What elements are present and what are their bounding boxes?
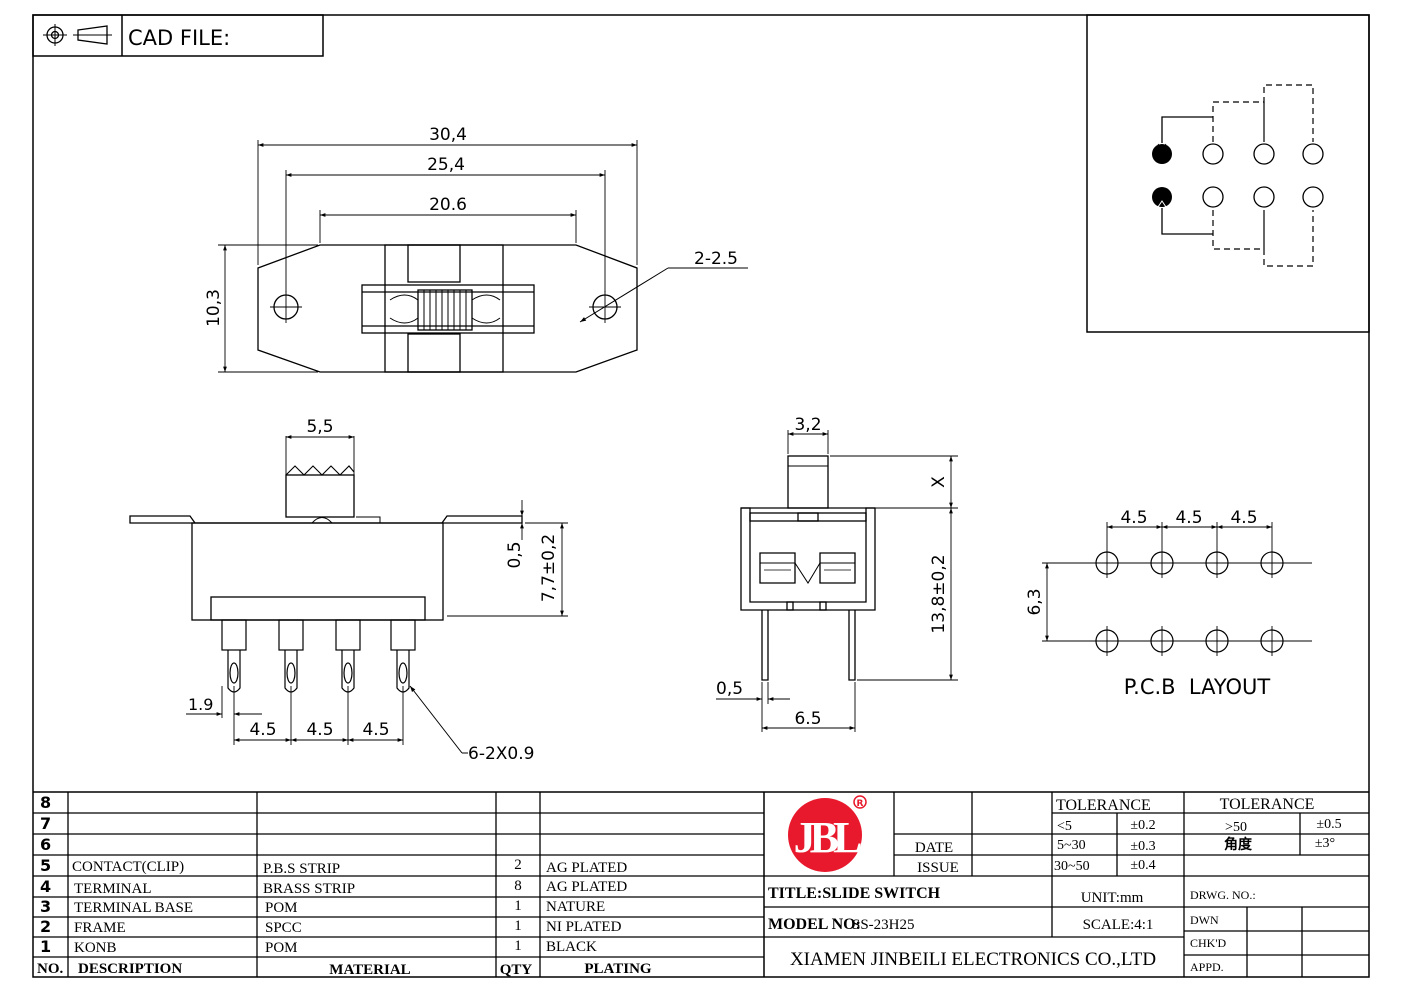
bom-no: 4 [40,877,51,896]
scale-label: SCALE:4:1 [1083,917,1154,933]
bom-qty: 2 [514,857,522,873]
tol2-value: ±3° [1315,836,1335,851]
sheet-border [32,14,1370,978]
bom-header-material: MATERIAL [329,962,410,978]
dim-7-7: 7,7±0,2 [539,534,559,602]
bom-qty: 1 [514,918,522,934]
circuit-schematic [1086,14,1370,333]
date-label: DATE [915,840,953,856]
bom-desc: TERMINAL [74,881,152,897]
dim-13-8: 13,8±0,2 [929,554,949,633]
dim-pitch-3: 4.5 [362,720,389,740]
third-angle-projection-icon [43,24,112,46]
tol-range: 5~30 [1057,838,1086,853]
drawing-title: TITLE:SLIDE SWITCH [768,885,941,902]
bom-no: 8 [40,793,51,812]
bom-desc: FRAME [74,920,126,936]
chkd-label: CHK'D [1190,936,1226,950]
model-label: MODEL NO: [768,916,861,933]
tol2-range: >50 [1225,820,1247,835]
pin-callout: 6-2X0.9 [468,744,534,764]
bom-qty: 1 [514,898,522,914]
bom-plating: NI PLATED [546,919,622,935]
tolerance-label-2: TOLERANCE [1220,796,1315,813]
bom-no: 5 [40,856,51,875]
dim-1-9: 1.9 [188,695,213,714]
cad-file-label: CAD FILE: [128,26,230,50]
title-block [764,792,1369,977]
bom-no: 3 [40,897,51,916]
bom-plating: BLACK [546,939,597,955]
tol2-range: 角度 [1224,836,1253,853]
pcb-layout [1042,522,1312,656]
dim-20-6: 20.6 [429,195,467,215]
svg-text:R: R [857,799,864,809]
tol-value: ±0.3 [1130,839,1155,854]
dim-5-5: 5,5 [306,417,333,437]
bom-plating: AG PLATED [546,879,627,895]
bom-material: POM [265,940,298,956]
logo-text: JBL [794,813,861,862]
bom-desc: CONTACT(CLIP) [72,859,184,875]
tol-range: <5 [1057,819,1072,834]
pcb-dim-1: 4.5 [1120,508,1147,528]
dim-3-2: 3,2 [794,415,821,435]
pcb-dim-2: 4.5 [1175,508,1202,528]
tol-range: 30~50 [1054,859,1090,874]
unit-label: UNIT:mm [1081,890,1144,906]
appd-label: APPD. [1190,960,1224,974]
bom-desc: TERMINAL BASE [74,900,193,916]
dim-6-5: 6.5 [794,709,821,729]
bom-material: POM [265,900,298,916]
bom-no: 6 [40,835,51,854]
pcb-dim-3: 4.5 [1230,508,1257,528]
bom-desc: KONB [74,940,117,956]
cad-header: CAD FILE: [32,14,324,57]
bom-header-no: NO. [37,961,64,977]
bom-material: P.B.S STRIP [263,861,340,877]
title-block-text: DATE ISSUE TOLERANCE TOLERANCE <5 ±0.2 5… [768,796,1342,974]
bom-material: BRASS STRIP [263,881,355,897]
drwg-no-label: DRWG. NO.: [1190,888,1256,902]
bom-rows: 8 7 6 5 4 3 2 1 CONTACT(CLIP) TERMINAL T… [37,793,652,978]
side-view [129,435,568,754]
pcb-dim-6-3: 6,3 [1025,588,1045,615]
bom-plating: NATURE [546,899,605,915]
top-view [218,140,748,373]
pcb-layout-label: P.C.B LAYOUT [1124,675,1271,699]
issue-label: ISSUE [917,860,959,876]
bom-header-desc: DESCRIPTION [78,961,182,977]
bom-no: 1 [40,937,51,956]
company-logo: JBL R [788,795,867,872]
tol-value: ±0.4 [1130,858,1155,873]
dim-x: X [929,476,949,488]
bom-plating: AG PLATED [546,860,627,876]
dim-pitch-1: 4.5 [249,720,276,740]
tol-value: ±0.2 [1130,818,1155,833]
dim-pitch-2: 4.5 [306,720,333,740]
dim-0-5: 0,5 [505,541,525,568]
dwn-label: DWN [1190,913,1219,927]
dim-0-5-pin: 0,5 [716,679,743,699]
bom-no: 2 [40,917,51,936]
dim-10-3: 10,3 [204,289,224,327]
bom-qty: 8 [514,878,522,894]
model-value: SS-23H25 [852,917,915,933]
dim-30-4: 30,4 [429,125,467,145]
end-view [716,430,958,732]
bom-header-qty: QTY [500,962,533,978]
tol2-value: ±0.5 [1316,817,1341,832]
company-name: XIAMEN JINBEILI ELECTRONICS CO.,LTD [790,949,1156,970]
dim-25-4: 25,4 [427,155,465,175]
bom-header-plating: PLATING [584,961,652,977]
bom-no: 7 [40,814,51,833]
bom-material: SPCC [265,920,302,936]
tolerance-label: TOLERANCE [1056,797,1151,814]
bom-table [33,791,1369,977]
hole-callout: 2-2.5 [694,249,738,269]
bom-qty: 1 [514,938,522,954]
